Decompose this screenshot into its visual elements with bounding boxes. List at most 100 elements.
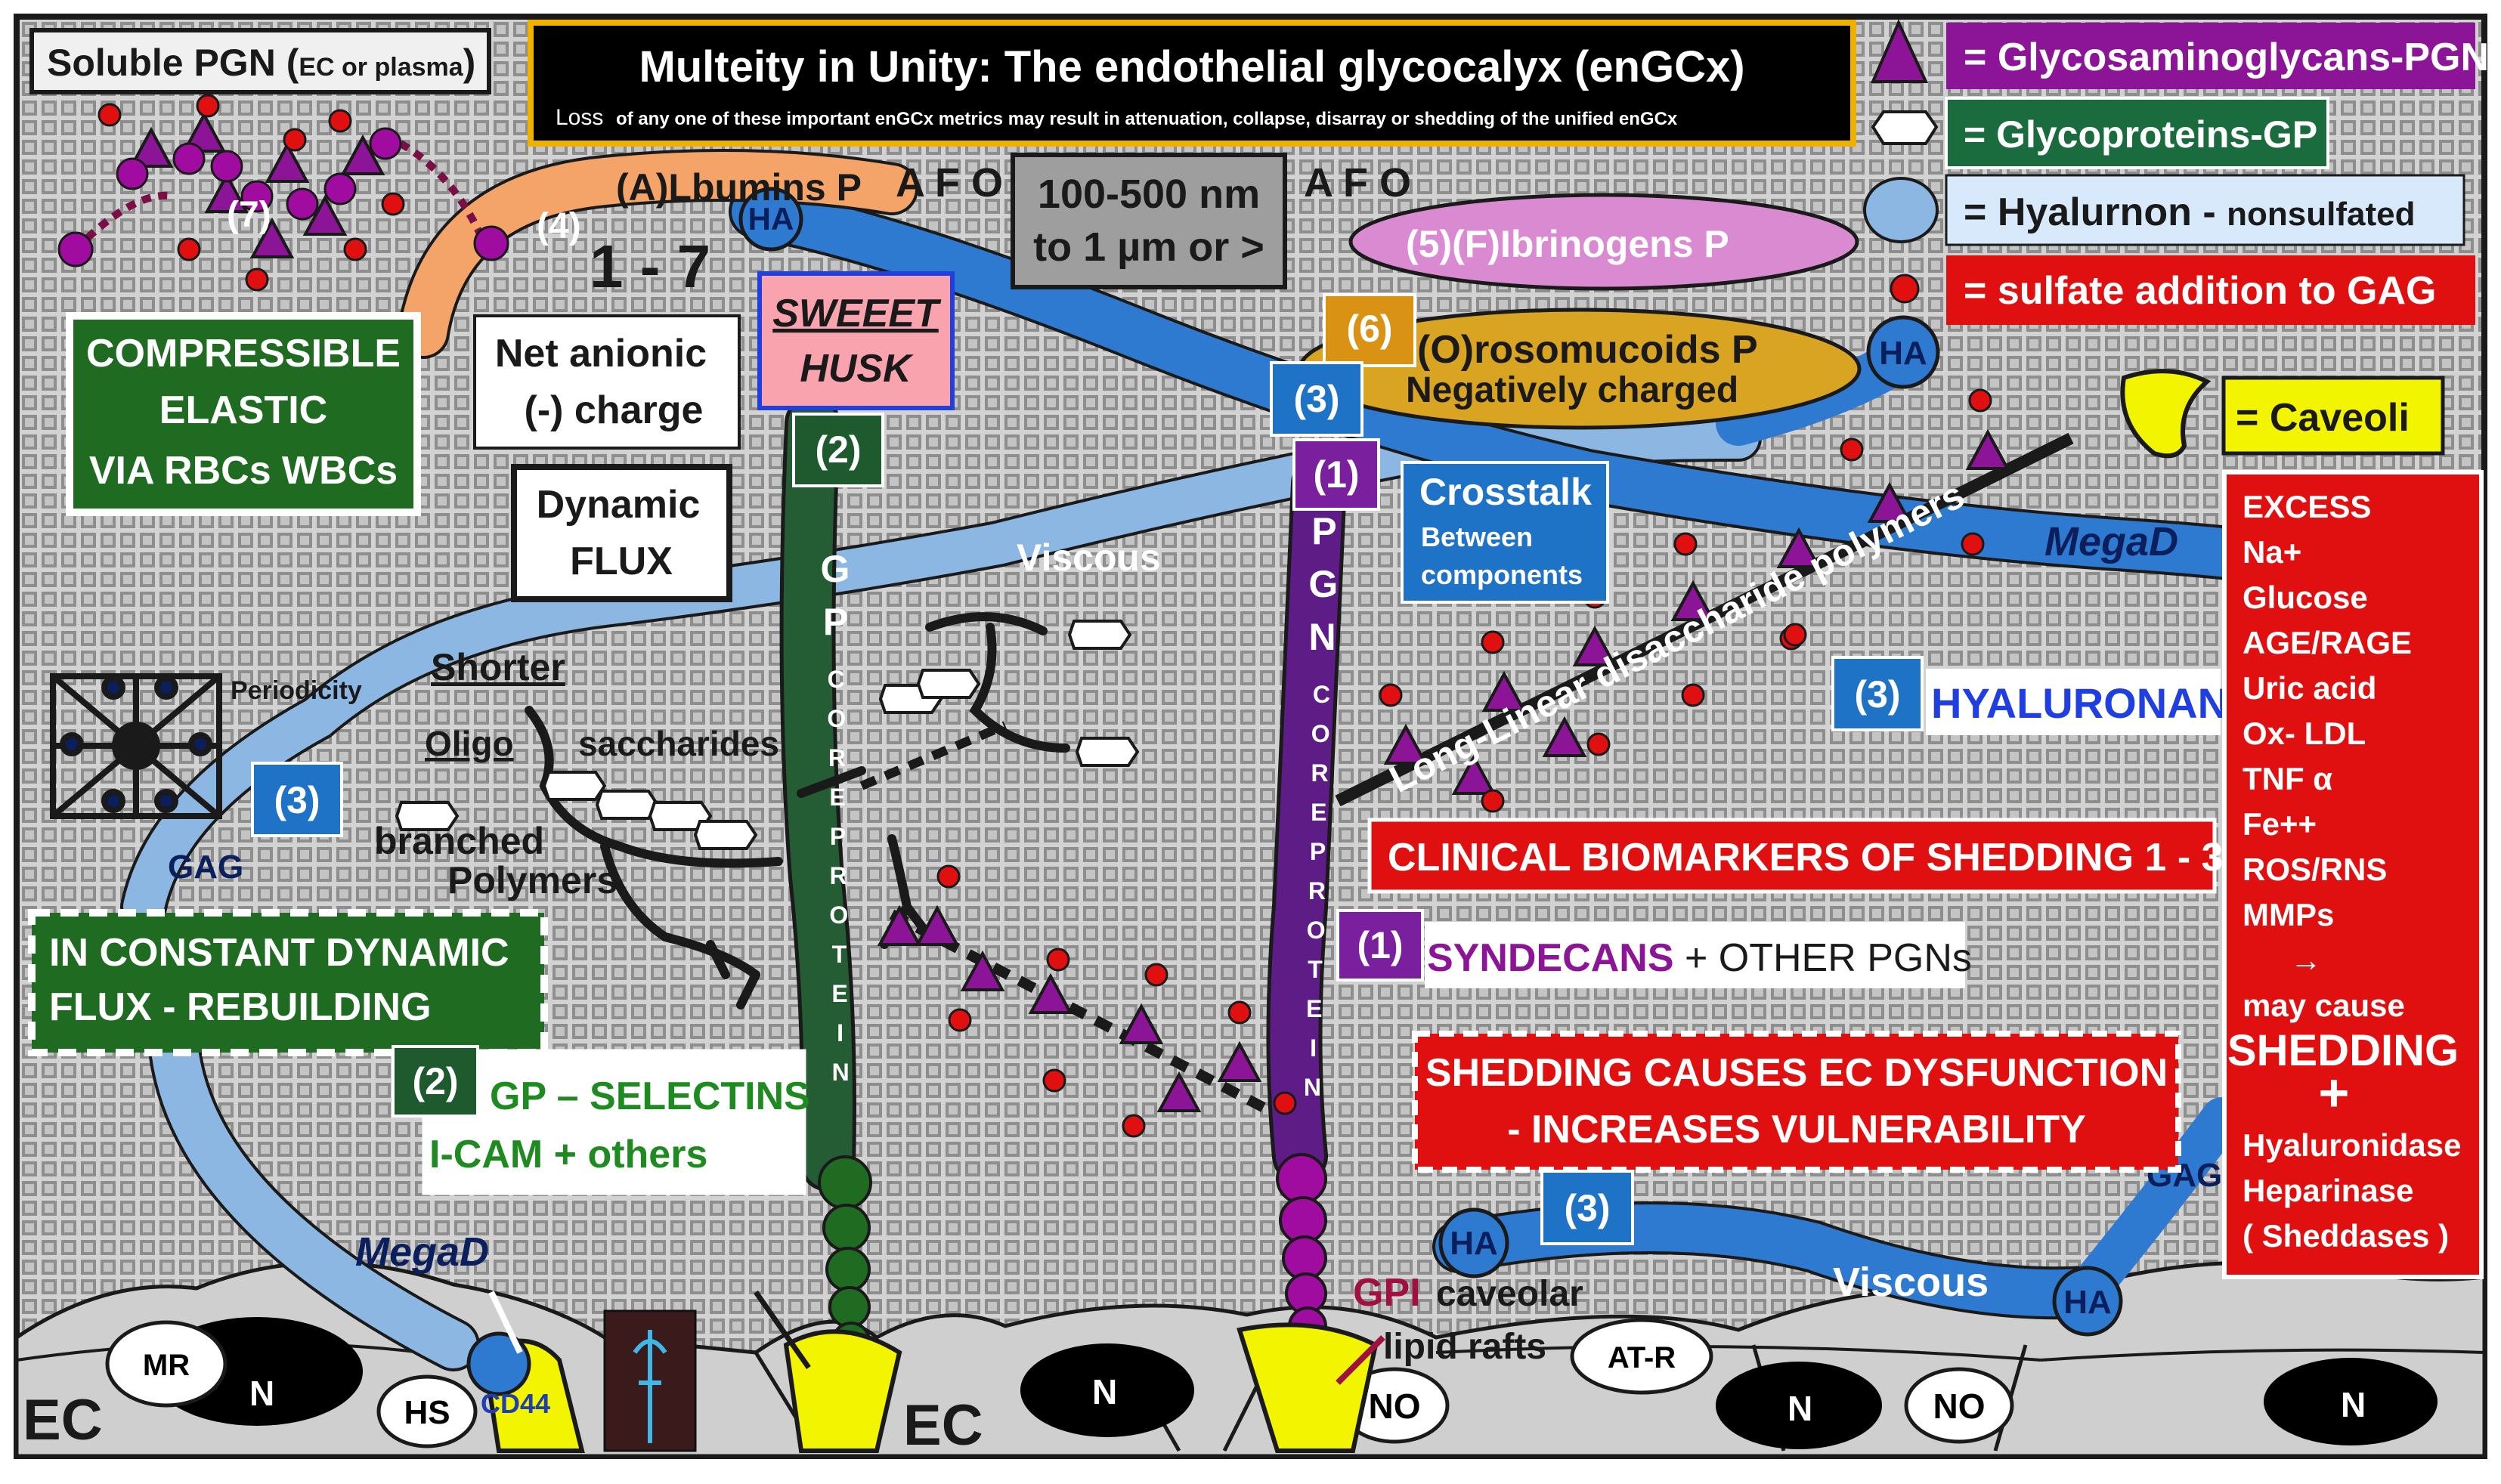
excess-item: → xyxy=(2290,942,2322,978)
core-letter: R xyxy=(1311,759,1328,787)
core-letter: G xyxy=(1308,563,1338,605)
core-letter: O xyxy=(829,901,848,929)
core-letter: O xyxy=(1311,720,1330,747)
gp-selectins-box xyxy=(422,1049,806,1195)
shedding-box xyxy=(1412,1031,2181,1173)
excess-item: Na+ xyxy=(2243,534,2301,570)
core-letter: O xyxy=(1307,917,1326,944)
svg-text:GP – SELECTINS: GP – SELECTINS xyxy=(490,1074,810,1118)
svg-text:= Caveoli: = Caveoli xyxy=(2236,396,2410,440)
legend-gag-box xyxy=(1946,23,2475,89)
orosomucoid-label-1: (O)rosomucoids P xyxy=(1417,328,1758,372)
size-box xyxy=(1011,153,1287,289)
sweet-husk-box xyxy=(757,271,955,410)
svg-text:(2): (2) xyxy=(412,1060,458,1102)
no-label: NO xyxy=(1369,1387,1421,1426)
badge-2 xyxy=(392,1045,479,1118)
svg-text:ELASTIC: ELASTIC xyxy=(159,388,327,432)
mr-label: MR xyxy=(143,1349,190,1382)
ha-node xyxy=(738,187,803,252)
gpi-label: GPI xyxy=(1353,1271,1421,1315)
core-letter: P xyxy=(823,601,848,643)
fibrinogen-label: (5)(F)Ibrinogens P xyxy=(1406,223,1729,265)
svg-text:Net anionic: Net anionic xyxy=(495,332,707,376)
viscous-label: Viscous xyxy=(1833,1260,1989,1305)
ec-label: EC xyxy=(23,1388,103,1452)
svg-text:(-) charge: (-) charge xyxy=(525,388,704,432)
legend-hyaluronan-icon xyxy=(1863,177,1939,243)
nucleus-label: N xyxy=(1788,1389,1812,1428)
caveolar-label: caveolar xyxy=(1436,1274,1583,1314)
svg-text:= Glycosaminoglycans-PGN: = Glycosaminoglycans-PGN xyxy=(1964,36,2489,79)
svg-text:(1): (1) xyxy=(1313,453,1359,496)
enzyme-2: Heparinase xyxy=(2243,1173,2413,1208)
oligosaccharide-branches xyxy=(525,612,1070,1009)
excess-item: Uric acid xyxy=(2243,670,2376,706)
caveoli-shapes xyxy=(481,369,2212,1453)
cd44-receptor xyxy=(466,1331,531,1396)
crosstalk-box xyxy=(1401,461,1609,604)
ec-label: EC xyxy=(903,1393,983,1458)
biomarkers-box xyxy=(1367,818,2217,894)
svg-text:Crosstalk: Crosstalk xyxy=(1419,471,1592,513)
excess-item: Fe++ xyxy=(2243,806,2317,842)
albumin-label: (A)Lbumins P xyxy=(616,166,862,209)
lipid-rafts-label: lipid rafts xyxy=(1383,1327,1546,1367)
core-letter: R xyxy=(1308,877,1326,904)
gag-chain-dashed xyxy=(889,909,1273,1116)
polymers-label: Polymers xyxy=(447,859,618,901)
excess-item: Ox- LDL xyxy=(2243,716,2366,751)
excess-item: may cause xyxy=(2243,988,2405,1023)
enzyme-3: ( Sheddases ) xyxy=(2243,1218,2449,1254)
svg-text:SWEEET: SWEEET xyxy=(772,292,942,335)
shedding-big-label: SHEDDING xyxy=(2227,1026,2459,1075)
fibrinogen-shape xyxy=(1348,193,1859,291)
legend-hexagon-icon xyxy=(1871,110,1939,145)
svg-text:(2): (2) xyxy=(815,428,861,471)
svg-text:COMPRESSIBLE: COMPRESSIBLE xyxy=(86,332,401,376)
syndecans-label: SYNDECANS + OTHER PGNs xyxy=(1427,936,1972,980)
badge-2 xyxy=(792,413,884,487)
core-letter: C xyxy=(1313,681,1330,708)
excess-box xyxy=(2222,470,2484,1279)
compressible-box xyxy=(66,312,421,516)
gag-label: GAG xyxy=(168,849,243,886)
badge-4: (4) xyxy=(537,206,581,246)
svg-text:(3): (3) xyxy=(1854,673,1900,716)
svg-text:FLUX: FLUX xyxy=(570,539,673,583)
title-box xyxy=(528,20,1856,147)
core-letter: E xyxy=(1306,995,1322,1022)
badge-3 xyxy=(1831,656,1924,731)
branched-label: branched xyxy=(374,820,544,862)
nucleus-2 xyxy=(1020,1343,1194,1437)
core-letter: E xyxy=(1311,799,1326,826)
svg-text:- INCREASES VULNERABILITY: - INCREASES VULNERABILITY xyxy=(1507,1108,2086,1152)
legend-sulfate-icon xyxy=(1890,274,1920,304)
svg-text:SHEDDING CAUSES EC DYSFUNCTION: SHEDDING CAUSES EC DYSFUNCTION xyxy=(1425,1051,2168,1095)
megad-label: MegaD xyxy=(2044,519,2178,564)
core-letter: E xyxy=(831,980,847,1007)
core-letter: I xyxy=(1310,1034,1317,1062)
core-letter: P xyxy=(1311,510,1336,552)
badge-6 xyxy=(1323,293,1416,367)
svg-text:= Glycoproteins-GP: = Glycoproteins-GP xyxy=(1964,113,2317,156)
title-loss: Loss xyxy=(556,105,603,130)
core-letter: P xyxy=(1310,838,1326,865)
saccharides-label: saccharides xyxy=(578,724,779,763)
core-letter: N xyxy=(1304,1074,1321,1101)
badge-3 xyxy=(1270,361,1363,437)
excess-item: AGE/RAGE xyxy=(2243,625,2412,660)
svg-text:= sulfate addition to GAG: = sulfate addition to GAG xyxy=(1964,269,2436,313)
svg-text:HA: HA xyxy=(2063,1284,2112,1321)
periodicity-label: Periodicity xyxy=(231,676,362,705)
excess-item: EXCESS xyxy=(2243,489,2371,524)
core-letter: N xyxy=(832,1059,850,1086)
hyaluronans-box xyxy=(1926,669,2221,735)
atr-receptor xyxy=(1570,1318,1713,1395)
svg-text:HA: HA xyxy=(1450,1225,1498,1262)
core-letter: T xyxy=(832,941,847,968)
range-label: 1 - 7 xyxy=(590,233,710,300)
dynamic-flux-box xyxy=(511,464,732,602)
net-anionic-box xyxy=(473,314,741,450)
